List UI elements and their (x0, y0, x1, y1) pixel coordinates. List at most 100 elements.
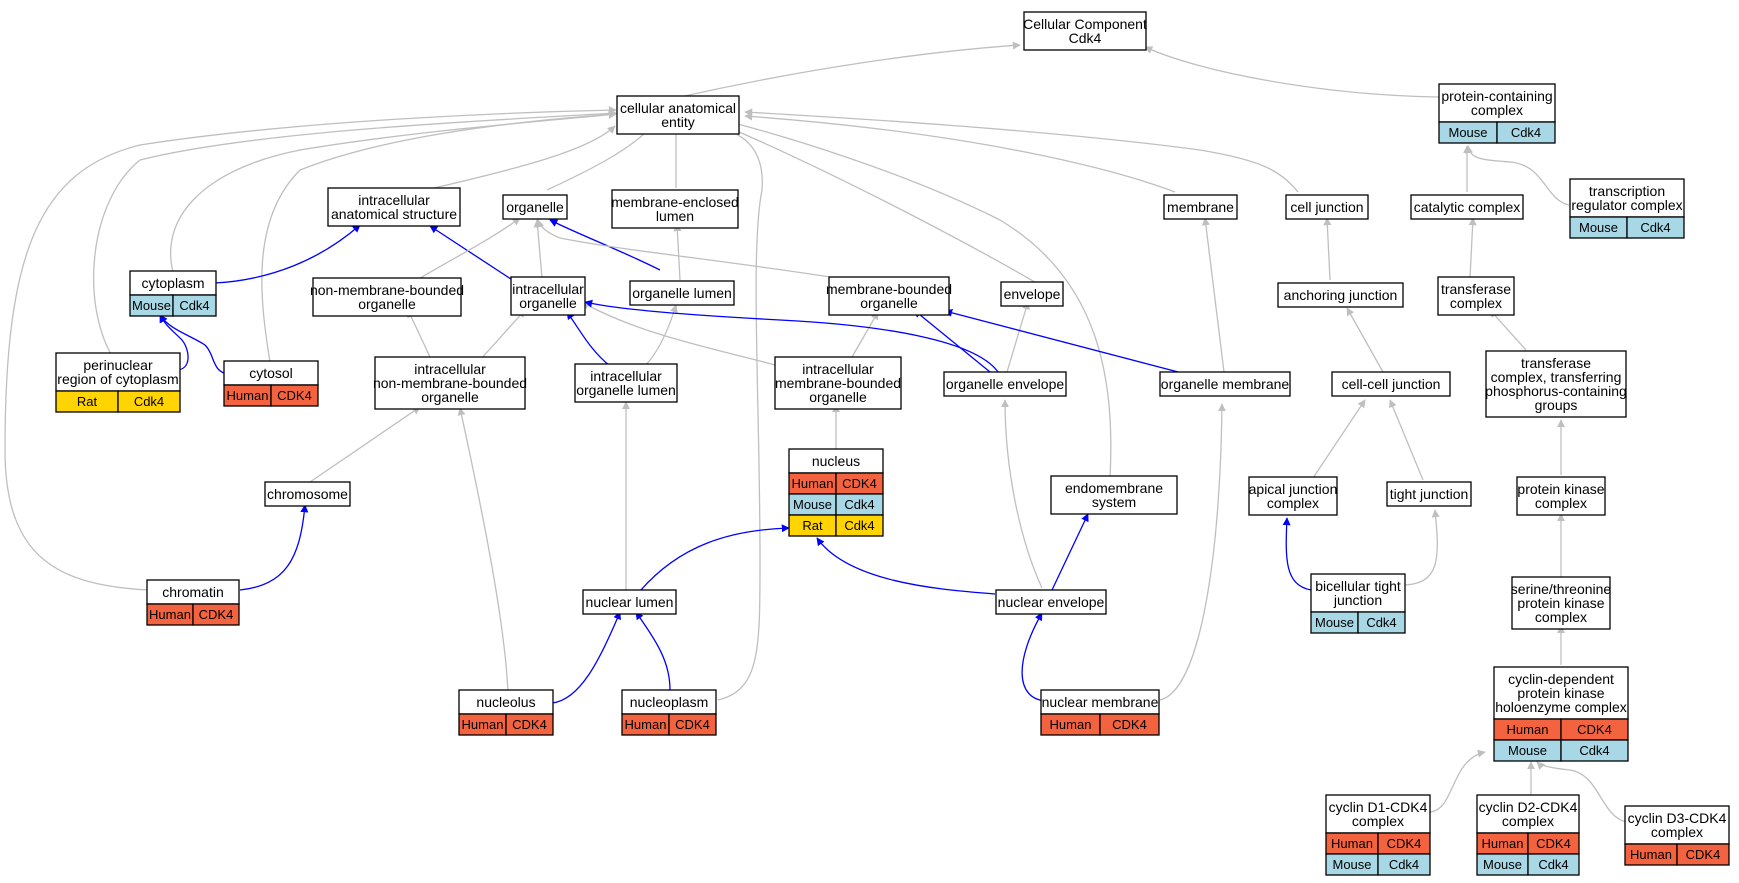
node-box (1624, 805, 1730, 845)
edge-ccj-to-aj (1346, 307, 1384, 373)
node-box (1569, 178, 1685, 218)
species-label: Human (462, 717, 504, 732)
node-label: junction (1333, 592, 1382, 608)
node-ccj[interactable]: cell-cell junction (1331, 371, 1451, 397)
node-box (1325, 794, 1431, 834)
node-label: cyclin D3-CDK4 (1628, 810, 1727, 826)
node-label: cyclin D1-CDK4 (1329, 799, 1428, 815)
gene-label: Cdk4 (1538, 857, 1568, 872)
gene-label: Cdk4 (1511, 125, 1541, 140)
node-env[interactable]: envelope (1000, 281, 1064, 307)
node-inmbo[interactable]: intracellularnon-membrane-boundedorganel… (373, 356, 527, 410)
node-box (574, 363, 678, 403)
gene-label: Cdk4 (1640, 220, 1670, 235)
node-label: cell-cell junction (1342, 376, 1441, 392)
node-oe[interactable]: organelle envelope (943, 371, 1067, 397)
gene-label: Cdk4 (179, 298, 209, 313)
node-ol[interactable]: organelle lumen (629, 280, 735, 306)
node-label: organelle (860, 295, 918, 311)
edge-inmbo-to-io (479, 309, 526, 361)
node-nl[interactable]: nuclear lumen (582, 589, 677, 615)
node-label: serine/threonine (1511, 581, 1612, 597)
species-label: Mouse (1579, 220, 1618, 235)
node-label: chromatin (162, 584, 223, 600)
node-label: intracellular (802, 361, 874, 377)
node-cj[interactable]: cell junction (1285, 194, 1369, 220)
node-box (1331, 371, 1451, 397)
node-label: organelle lumen (576, 382, 676, 398)
node-cc[interactable]: catalytic complex (1410, 194, 1524, 220)
node-label: complex (1471, 102, 1523, 118)
edge-om-to-mem (1201, 217, 1225, 373)
node-label: organelle (506, 199, 564, 215)
node-org[interactable]: organelle (502, 194, 568, 220)
edge-nucleolus-to-inmbo (457, 407, 509, 694)
node-label: membrane-bounded (826, 281, 952, 297)
species-label: Human (792, 476, 834, 491)
edge-cytosol-to-cae (261, 110, 617, 363)
edges (4, 41, 1627, 823)
node-label: holoenzyme complex (1495, 699, 1627, 715)
node-tj[interactable]: tight junction (1386, 481, 1472, 507)
node-label: organelle (519, 295, 577, 311)
edge-tc-to-cc (1468, 217, 1477, 279)
species-label: Human (1331, 836, 1373, 851)
edge-inmbo-to-nmbo (407, 309, 431, 358)
edge-chrom-to-chr (239, 504, 309, 591)
node-box (458, 689, 554, 715)
edge-nl-to-nuc (639, 524, 790, 592)
node-label: complex (1267, 495, 1319, 511)
species-label: Human (1630, 847, 1672, 862)
node-box (1438, 83, 1556, 123)
node-aj[interactable]: anchoring junction (1277, 282, 1404, 308)
gene-label: CDK4 (1686, 847, 1721, 862)
node-label: cyclin D2-CDK4 (1479, 799, 1578, 815)
node-label: intracellular (590, 368, 662, 384)
node-box (510, 276, 586, 316)
node-box (1310, 573, 1406, 613)
gene-cell (172, 294, 217, 317)
node-label: nuclear envelope (998, 594, 1105, 610)
node-om[interactable]: organelle membrane (1159, 371, 1291, 397)
gene-cell (1099, 713, 1160, 736)
node-ne[interactable]: nuclear envelope (995, 589, 1107, 615)
node-box (943, 371, 1067, 397)
node-mem[interactable]: membrane (1163, 194, 1238, 220)
gene-cell (505, 713, 554, 736)
species-label: Mouse (1483, 857, 1522, 872)
node-box (1023, 11, 1147, 51)
edge-d1-to-cdpkhc (1429, 749, 1486, 813)
node-chr[interactable]: chromosome (264, 481, 351, 507)
